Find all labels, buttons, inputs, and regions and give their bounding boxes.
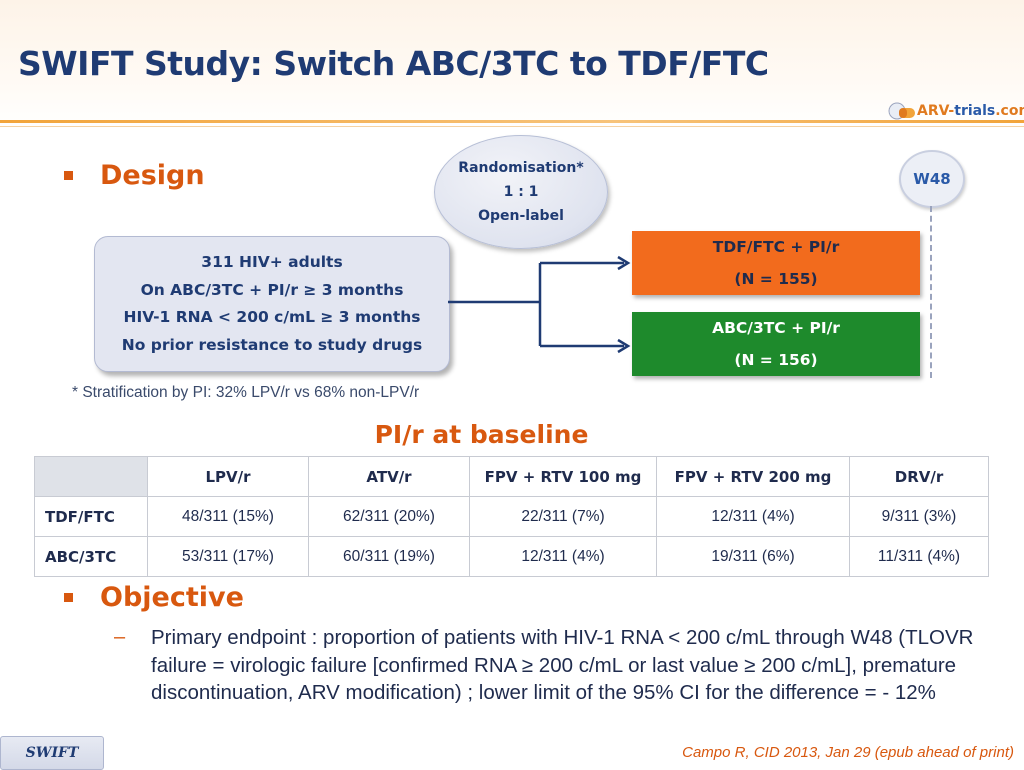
column-header: ATV/r xyxy=(308,456,470,497)
study-tag: SWIFT xyxy=(0,736,104,770)
row-header: ABC/3TC xyxy=(34,536,148,577)
population-line-3: HIV-1 RNA < 200 c/mL ≥ 3 months xyxy=(123,308,421,326)
arm-abc-3tc: ABC/3TC + PI/r (N = 156) xyxy=(632,312,920,376)
objective-heading-text: Objective xyxy=(100,582,244,613)
w48-dashed-line xyxy=(930,206,932,378)
table-cell: 53/311 (17%) xyxy=(147,536,309,577)
row-header: TDF/FTC xyxy=(34,496,148,537)
table-cell: 62/311 (20%) xyxy=(308,496,470,537)
logo-text-part2: trials xyxy=(954,103,996,119)
arm-abc-3tc-label: ABC/3TC + PI/r xyxy=(712,319,840,337)
table-cell: 48/311 (15%) xyxy=(147,496,309,537)
table-cell: 12/311 (4%) xyxy=(656,496,850,537)
bullet-square-icon xyxy=(64,593,73,602)
slide-title: SWIFT Study: Switch ABC/3TC to TDF/FTC xyxy=(18,44,769,83)
arm-abc-3tc-n: (N = 156) xyxy=(734,351,818,369)
population-line-1: 311 HIV+ adults xyxy=(201,253,343,271)
column-header: FPV + RTV 200 mg xyxy=(656,456,850,497)
baseline-table-title: PI/r at baseline xyxy=(374,420,589,449)
citation: Campo R, CID 2013, Jan 29 (epub ahead of… xyxy=(682,744,1014,761)
arm-tdf-ftc: TDF/FTC + PI/r (N = 155) xyxy=(632,231,920,295)
table-header-row: LPV/r ATV/r FPV + RTV 100 mg FPV + RTV 2… xyxy=(34,456,989,497)
objective-text: Primary endpoint : proportion of patient… xyxy=(151,626,974,704)
randomisation-connector xyxy=(448,255,631,354)
arv-trials-logo: ARV-trials.com xyxy=(887,97,1024,127)
column-header: FPV + RTV 100 mg xyxy=(469,456,657,497)
header-background xyxy=(0,0,1024,130)
population-line-2: On ABC/3TC + PI/r ≥ 3 months xyxy=(140,280,404,299)
column-header: LPV/r xyxy=(147,456,309,497)
objective-dash-bullet: – xyxy=(114,626,126,648)
title-divider-thin xyxy=(0,126,1024,127)
capsule-logo-icon xyxy=(888,102,915,120)
column-header: DRV/r xyxy=(849,456,989,497)
table-row: ABC/3TC 53/311 (17%) 60/311 (19%) 12/311… xyxy=(34,536,989,577)
table-row: TDF/FTC 48/311 (15%) 62/311 (20%) 22/311… xyxy=(34,496,989,537)
randomisation-line-3: Open-label xyxy=(478,208,564,224)
table-cell: 22/311 (7%) xyxy=(469,496,657,537)
population-box: 311 HIV+ adults On ABC/3TC + PI/r ≥ 3 mo… xyxy=(94,236,450,372)
logo-text-part3: .com xyxy=(995,103,1024,119)
bullet-square-icon xyxy=(64,171,73,180)
table-corner-cell xyxy=(34,456,148,497)
table-cell: 11/311 (4%) xyxy=(849,536,989,577)
table-cell: 9/311 (3%) xyxy=(849,496,989,537)
arm-tdf-ftc-label: TDF/FTC + PI/r xyxy=(712,238,840,256)
objective-heading: Objective xyxy=(64,582,244,613)
design-heading-text: Design xyxy=(100,160,205,191)
arm-tdf-ftc-n: (N = 155) xyxy=(734,270,818,288)
randomisation-line-2: 1 : 1 xyxy=(503,184,539,200)
population-line-4: No prior resistance to study drugs xyxy=(121,335,423,354)
logo-text-part1: ARV- xyxy=(917,103,955,119)
stratification-footnote: * Stratification by PI: 32% LPV/r vs 68%… xyxy=(72,384,420,401)
w48-timepoint-circle: W48 xyxy=(899,150,965,208)
table-cell: 19/311 (6%) xyxy=(656,536,850,577)
randomisation-oval: Randomisation* 1 : 1 Open-label xyxy=(434,135,608,249)
table-cell: 12/311 (4%) xyxy=(469,536,657,577)
table-cell: 60/311 (19%) xyxy=(308,536,470,577)
design-heading: Design xyxy=(64,160,205,191)
randomisation-line-1: Randomisation* xyxy=(458,160,584,176)
baseline-pi-table: LPV/r ATV/r FPV + RTV 100 mg FPV + RTV 2… xyxy=(34,456,989,577)
title-divider xyxy=(0,120,1024,123)
logo-text: ARV-trials.com xyxy=(917,103,1024,119)
